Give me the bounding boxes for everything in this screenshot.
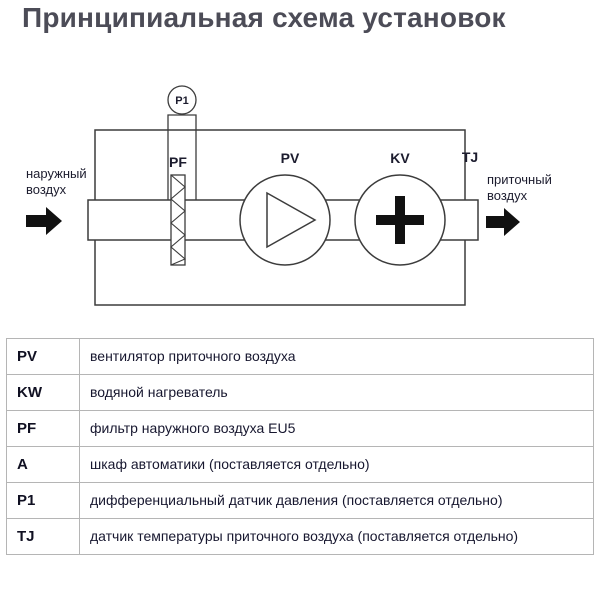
fan-symbol — [239, 174, 331, 266]
desc-cell: фильтр наружного воздуха EU5 — [79, 410, 594, 447]
table-row: A шкаф автоматики (поставляется отдельно… — [6, 446, 594, 483]
desc-cell: вентилятор приточного воздуха — [79, 338, 594, 375]
abbr-cell: PV — [6, 338, 80, 375]
temp-sensor-label: TJ — [462, 149, 478, 165]
outflow-arrow-icon — [486, 208, 520, 236]
legend-table: PV вентилятор приточного воздуха KW водя… — [6, 338, 594, 555]
supply-air-label: приточный воздух — [487, 172, 552, 203]
abbr-cell: P1 — [6, 482, 80, 519]
desc-cell: датчик температуры приточного воздуха (п… — [79, 518, 594, 555]
schematic-svg: P1 PF PV KV TJ — [26, 85, 520, 306]
pressure-sensor-label: P1 — [175, 95, 188, 107]
table-row: KW водяной нагреватель — [6, 374, 594, 411]
filter-symbol — [170, 174, 187, 266]
desc-cell: шкаф автоматики (поставляется отдельно) — [79, 446, 594, 483]
heater-symbol — [354, 174, 446, 266]
filter-label: PF — [169, 154, 187, 170]
outside-air-label: наружный воздух — [26, 166, 87, 197]
pressure-tap-lines — [167, 114, 197, 200]
table-row: PV вентилятор приточного воздуха — [6, 338, 594, 375]
heater-label: KV — [390, 150, 410, 166]
abbr-cell: A — [6, 446, 80, 483]
table-row: P1 дифференциальный датчик давления (пос… — [6, 482, 594, 519]
table-row: PF фильтр наружного воздуха EU5 — [6, 410, 594, 447]
pressure-sensor-symbol: P1 — [167, 85, 197, 115]
fan-label: PV — [281, 150, 300, 166]
table-row: TJ датчик температуры приточного воздуха… — [6, 518, 594, 555]
schematic-diagram: наружный воздух приточный воздух P1 — [0, 70, 600, 335]
abbr-cell: TJ — [6, 518, 80, 555]
inflow-arrow-icon — [26, 207, 62, 235]
abbr-cell: PF — [6, 410, 80, 447]
desc-cell: дифференциальный датчик давления (постав… — [79, 482, 594, 519]
page-title: Принципиальная схема установок — [22, 2, 506, 33]
desc-cell: водяной нагреватель — [79, 374, 594, 411]
abbr-cell: KW — [6, 374, 80, 411]
